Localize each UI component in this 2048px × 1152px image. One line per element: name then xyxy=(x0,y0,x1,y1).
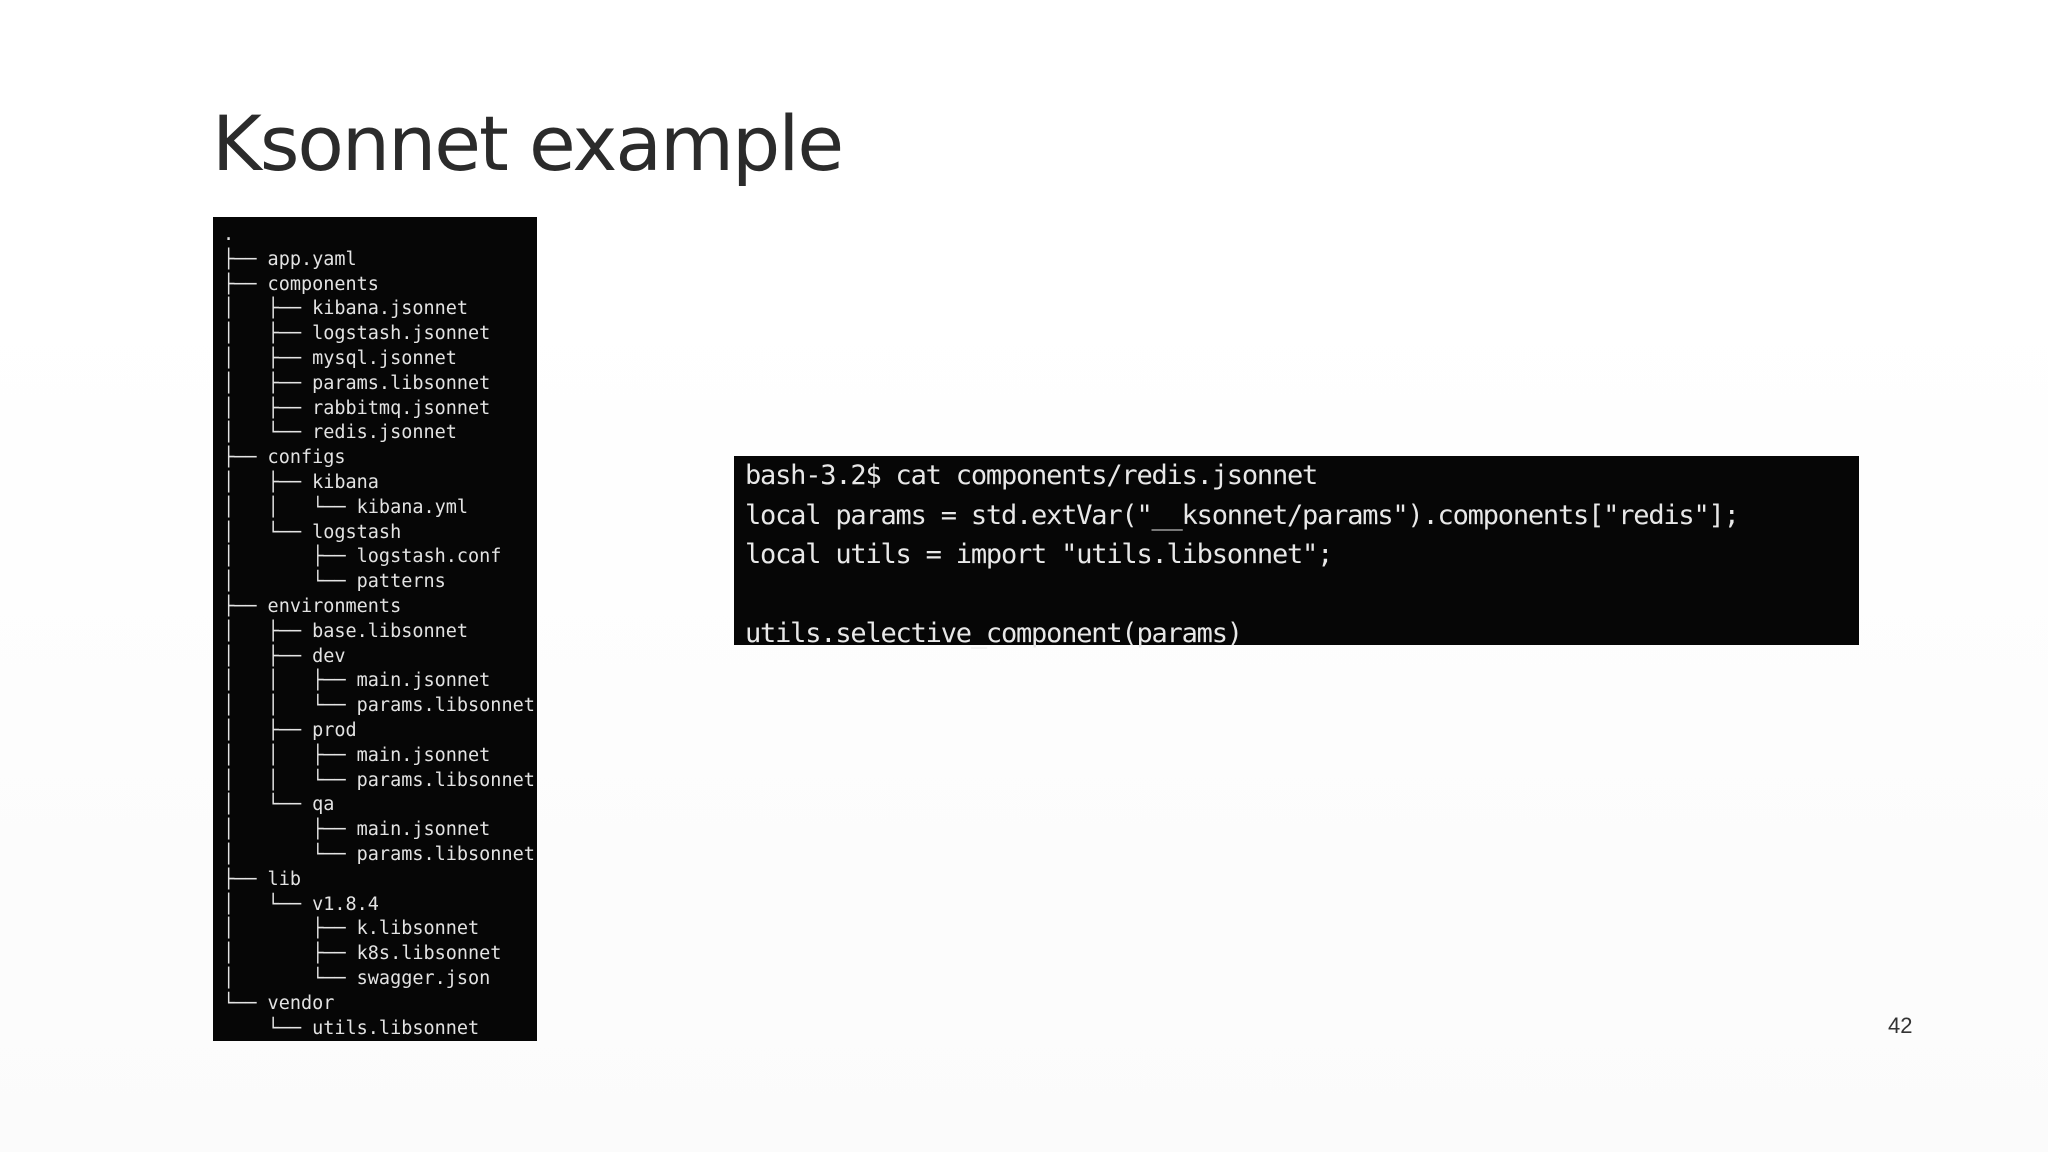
terminal-line xyxy=(745,575,1859,615)
tree-line: └── vendor xyxy=(223,992,335,1014)
tree-line: │ ├── prod xyxy=(223,719,357,741)
tree-line: ├── configs xyxy=(223,447,346,469)
page-number: 42 xyxy=(1888,1013,1913,1038)
terminal-line: bash-3.2$ cat components/redis.jsonnet xyxy=(745,460,1318,491)
tree-line: │ ├── base.libsonnet xyxy=(223,620,469,642)
slide-title: Ksonnet example xyxy=(212,99,844,188)
tree-line: ├── app.yaml xyxy=(223,248,357,270)
tree-line: │ ├── logstash.jsonnet xyxy=(223,323,491,345)
tree-line: │ ├── params.libsonnet xyxy=(223,372,491,394)
tree-line: │ ├── k.libsonnet xyxy=(223,918,480,940)
tree-line: ├── environments xyxy=(223,595,402,617)
tree-line: │ └── redis.jsonnet xyxy=(223,422,457,444)
tree-line: │ ├── dev xyxy=(223,645,346,667)
tree-line: ├── components xyxy=(223,273,379,295)
tree-line: . xyxy=(223,224,235,245)
tree-line: └── utils.libsonnet xyxy=(223,1017,480,1039)
tree-line: ├── lib xyxy=(223,868,301,890)
tree-line: │ │ └── params.libsonnet xyxy=(223,695,535,717)
tree-line: │ ├── rabbitmq.jsonnet xyxy=(223,397,491,419)
tree-line: │ ├── mysql.jsonnet xyxy=(223,347,457,369)
tree-line: │ └── swagger.json xyxy=(223,967,491,989)
tree-line: │ └── v1.8.4 xyxy=(223,893,379,915)
terminal-line: utils.selective_component(params) xyxy=(745,618,1243,649)
tree-line: │ └── patterns xyxy=(223,571,446,593)
directory-tree-screenshot: . ├── app.yaml ├── components │ ├── kibana.… xyxy=(213,217,537,1041)
tree-line: │ └── params.libsonnet xyxy=(223,843,535,865)
tree-line: │ │ └── kibana.yml xyxy=(223,496,469,518)
tree-line: │ ├── main.jsonnet xyxy=(223,819,491,841)
tree-line: │ └── qa xyxy=(223,794,335,816)
tree-line: │ ├── k8s.libsonnet xyxy=(223,943,502,965)
tree-line: │ ├── kibana.jsonnet xyxy=(223,298,469,320)
tree-line: │ ├── kibana xyxy=(223,471,379,493)
tree-line: │ └── logstash xyxy=(223,521,402,543)
tree-line: │ │ ├── main.jsonnet xyxy=(223,670,491,692)
tree-line: │ │ ├── main.jsonnet xyxy=(223,744,491,766)
tree-line: │ ├── logstash.conf xyxy=(223,546,502,568)
terminal-screenshot: bash-3.2$ cat components/redis.jsonnet lo… xyxy=(734,456,1859,649)
terminal-line: local params = std.extVar("__ksonnet/par… xyxy=(745,499,1740,531)
terminal-line: local utils = import "utils.libsonnet"; xyxy=(745,539,1333,570)
tree-line: │ │ └── params.libsonnet xyxy=(223,769,535,791)
